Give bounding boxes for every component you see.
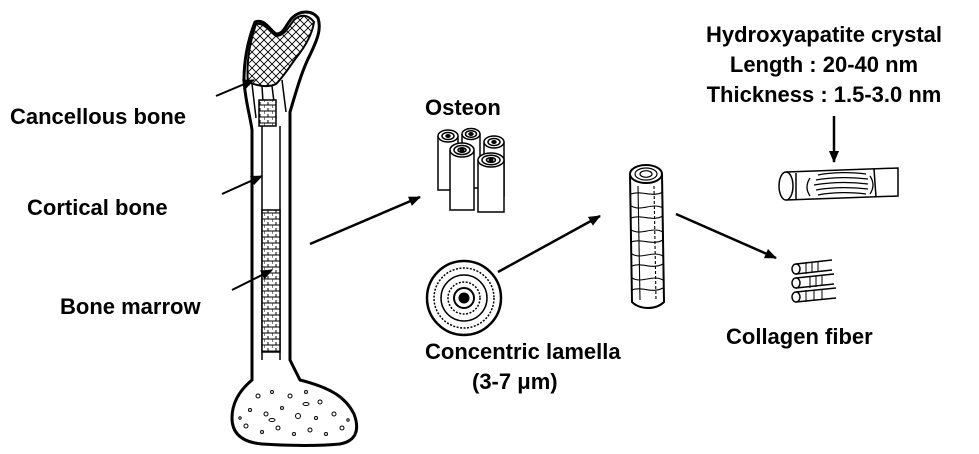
lamella-to-fiber-arrow (498, 216, 600, 272)
cancellous-bone-label: Cancellous bone (10, 106, 186, 128)
concentric-lamella-section (427, 261, 501, 335)
marrow-cavity (262, 210, 280, 352)
osteon-cylinder (450, 143, 474, 210)
collagen-fiber-label: Collagen fiber (726, 326, 873, 348)
femur-to-osteon-arrow (310, 197, 420, 244)
cortical-bone-label: Cortical bone (27, 197, 168, 219)
osteon-bundle (438, 129, 504, 213)
crystal-thickness-label: Thickness : 1.5-3.0 nm (674, 84, 974, 106)
collagen-fiber-bundle (792, 260, 836, 302)
crystal-length-label: Length : 20-40 nm (674, 54, 974, 76)
cylinder-to-collagen-arrow (676, 214, 776, 258)
femur-drawing (216, 12, 357, 446)
lamellar-cylinder (630, 165, 664, 308)
osteon-label: Osteon (425, 97, 501, 119)
bone-marrow-label: Bone marrow (60, 296, 201, 318)
concentric-lamella-label: Concentric lamella (425, 341, 621, 363)
mineralized-fibril (779, 168, 898, 200)
osteon-cylinder (478, 153, 504, 212)
hydroxyapatite-crystal-label: Hydroxyapatite crystal (674, 24, 974, 46)
lamella-size-label: (3-7 μm) (472, 371, 558, 393)
upper-cancellous-section (259, 100, 276, 126)
